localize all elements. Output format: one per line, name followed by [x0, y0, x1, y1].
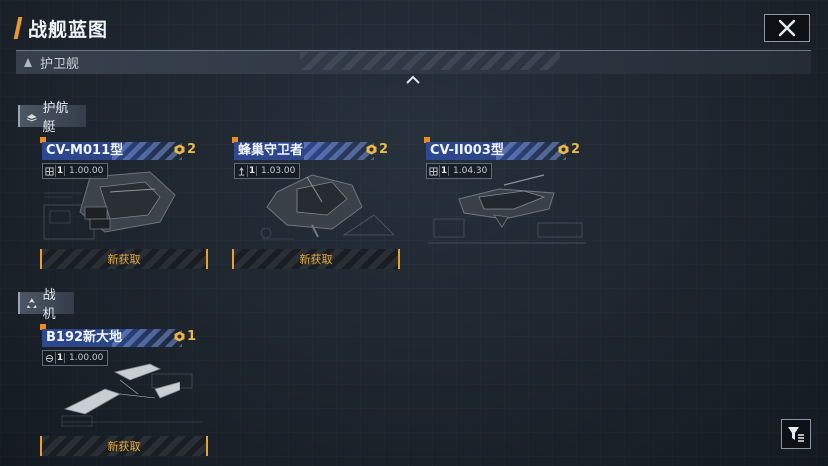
tier-badge-icon — [174, 331, 185, 342]
stat-level: 1 — [440, 166, 449, 176]
stat-level: 1 — [56, 166, 65, 176]
new-acquire-tag: 新获取 — [40, 249, 208, 269]
ship-name: CV-II003型 — [430, 143, 504, 158]
ship-model — [79, 171, 176, 233]
stat-value: 1.04.30 — [453, 166, 488, 176]
ship-stat: 1 1.00.00 — [42, 163, 109, 179]
close-icon — [778, 19, 796, 37]
stat-level: 1 — [248, 166, 257, 176]
new-corner-marker — [40, 324, 46, 330]
page-title: 战舰蓝图 — [28, 18, 109, 41]
section-triangle-icon — [24, 58, 32, 67]
close-button[interactable] — [764, 14, 810, 42]
ship-name: CV-M011型 — [46, 143, 124, 158]
tier-value: 1 — [187, 329, 197, 344]
tier-badge-icon — [558, 144, 569, 155]
new-corner-marker — [232, 137, 238, 143]
ship-name: 蜂巢守卫者 — [238, 143, 304, 158]
ship-model — [266, 174, 363, 238]
fighter-stat-icon — [43, 352, 56, 364]
grid-stat-icon — [427, 165, 440, 177]
stat-value: 1.00.00 — [69, 166, 104, 176]
new-corner-marker — [40, 137, 46, 143]
title-bar: 战舰蓝图 — [13, 14, 109, 42]
ship-tier: 2 — [174, 142, 196, 157]
ship-name-bar: CV-M011型 — [42, 142, 182, 160]
stat-value: 1.00.00 — [69, 353, 104, 363]
chevron-up-icon[interactable] — [405, 74, 421, 86]
filter-button[interactable] — [781, 419, 811, 449]
escort-section-header[interactable]: 护卫舰 — [16, 50, 811, 74]
category-fighters[interactable]: 战机 — [18, 288, 74, 322]
escort-decor-stripes — [300, 52, 560, 70]
tier-value: 2 — [571, 142, 581, 157]
grid-stat-icon — [43, 165, 56, 177]
antenna-stat-icon — [235, 165, 248, 177]
stat-value: 1.03.00 — [261, 166, 296, 176]
ship-name-bar: 蜂巢守卫者 — [234, 142, 374, 160]
ship-stat: 1 1.04.30 — [426, 163, 493, 179]
escort-section-label: 护卫舰 — [40, 57, 80, 72]
filter-icon — [788, 427, 804, 442]
ship-name-bar: CV-II003型 — [426, 142, 566, 160]
ship-card[interactable]: CV-M011型 2 1 1.00.00 新获取 — [40, 137, 210, 272]
blueprint-sketch — [428, 218, 586, 244]
new-acquire-tag: 新获取 — [232, 249, 400, 269]
new-corner-marker — [424, 137, 430, 143]
boat-icon — [26, 114, 37, 122]
category-label: 护航艇 — [42, 101, 69, 135]
ship-tier: 1 — [174, 329, 196, 344]
ship-card[interactable]: CV-II003型 2 1 1.04.30 — [424, 137, 594, 272]
ship-name: B192新大地 — [46, 330, 123, 345]
stat-level: 1 — [56, 353, 65, 363]
ship-model — [63, 363, 180, 415]
category-label: 战机 — [42, 288, 56, 322]
ship-stat: 1 1.03.00 — [234, 163, 301, 179]
tier-badge-icon — [366, 144, 377, 155]
category-escort-boats[interactable]: 护航艇 — [18, 101, 86, 135]
new-acquire-tag: 新获取 — [40, 436, 208, 456]
ship-card[interactable]: B192新大地 1 1 1.00.00 新获取 — [40, 324, 210, 459]
ship-tier: 2 — [366, 142, 388, 157]
ship-tier: 2 — [558, 142, 580, 157]
tier-value: 2 — [379, 142, 389, 157]
tier-value: 2 — [187, 142, 197, 157]
ship-stat: 1 1.00.00 — [42, 350, 109, 366]
blueprint-sketch — [260, 214, 394, 240]
fighter-icon — [26, 298, 37, 308]
tier-badge-icon — [174, 144, 185, 155]
ship-model — [458, 174, 555, 228]
ship-name-bar: B192新大地 — [42, 329, 182, 347]
ship-card[interactable]: 蜂巢守卫者 2 1 1.03.00 新获取 — [232, 137, 402, 272]
